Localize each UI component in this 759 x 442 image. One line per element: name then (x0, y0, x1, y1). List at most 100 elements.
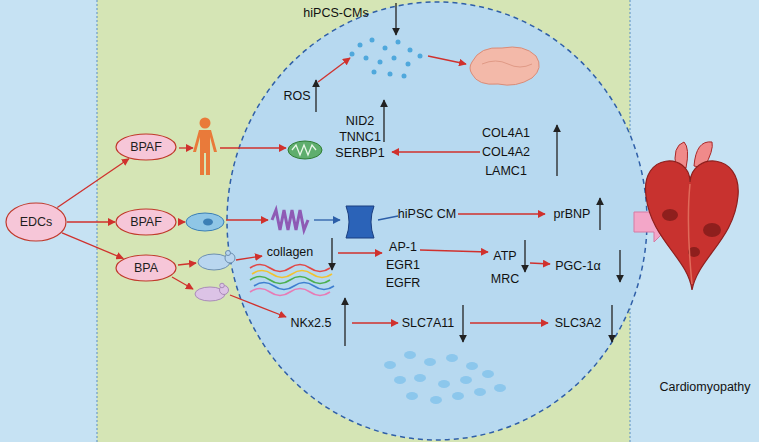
pathway-label: EGFR (386, 277, 421, 290)
pathway-label: hiPSC CM (398, 208, 456, 221)
pathway-label: EGR1 (386, 259, 420, 272)
heart-icon (703, 223, 721, 237)
cell-icon (186, 213, 224, 231)
tissue-icon (470, 47, 539, 85)
collagen-fibers (250, 265, 334, 296)
mitochondria-icon (292, 145, 316, 155)
cardiomyocyte-dots (392, 56, 397, 61)
compound-ellipse: BPAF (115, 208, 177, 236)
panels (0, 0, 97, 442)
ferroptosis-dots (430, 396, 442, 404)
mitochondria-icon (288, 141, 322, 159)
cardiomyocyte-dots (408, 48, 413, 53)
mitochondria-icon (288, 141, 322, 159)
trend-arrows (462, 305, 463, 342)
ion-channel-icon (346, 206, 374, 238)
node-text: BPAF (130, 140, 162, 154)
red-pathway-arrows (179, 221, 185, 222)
cardiomyocyte-dots (378, 60, 383, 65)
ferroptosis-dots (394, 376, 406, 384)
red-pathway-arrows (470, 322, 548, 323)
pathway-label: Cardiomyopathy (659, 381, 750, 394)
ferroptosis-dots (460, 376, 472, 384)
compound-ellipse: EDCs (5, 202, 67, 242)
cell-icon (203, 219, 213, 226)
trend-arrows (316, 3, 620, 346)
pathway-label: ROS (283, 90, 310, 103)
trend-arrows (599, 198, 600, 230)
red-pathway-arrows (352, 322, 398, 323)
panels (97, 0, 98, 442)
ferroptosis-dots (474, 388, 486, 396)
tissue-icon (482, 61, 532, 67)
panels (630, 0, 759, 442)
rat-icon (226, 251, 231, 256)
red-pathway-arrows (318, 58, 350, 82)
rat-icon (198, 251, 235, 271)
pathway-label: AP-1 (389, 241, 417, 254)
human-icon (193, 118, 217, 176)
tissue-icon (470, 47, 539, 85)
pathway-label: ATP (493, 250, 516, 263)
blue-connector (314, 219, 340, 220)
cardiomyocyte-dots (350, 52, 355, 57)
trend-arrows (395, 3, 396, 35)
ellipse-shape (116, 134, 176, 160)
blue-connector (378, 216, 398, 220)
cardiomyocyte-dots (372, 70, 377, 75)
red-pathway-arrows (226, 219, 268, 220)
exposure-arrow (62, 233, 123, 259)
red-pathway-arrows (236, 256, 262, 260)
pathway-label: PGC-1α (555, 260, 600, 273)
ellipse-shape (116, 255, 176, 281)
cardiomyocyte-dots (350, 38, 423, 79)
pathway-label: hiPCS-CMs (303, 7, 368, 20)
cardiomyocyte-dots (418, 54, 423, 59)
mechanism-circle (227, 2, 647, 440)
red-pathway-arrows (172, 277, 193, 289)
exposure-arrow (57, 159, 129, 208)
heart-icon (646, 142, 739, 290)
red-pathway-arrows (220, 147, 286, 148)
heart-icon (688, 184, 692, 284)
ferroptosis-dots (466, 362, 478, 370)
compound-ellipse: BPAF (115, 133, 177, 161)
human-icon (200, 118, 211, 129)
pathway-label: prBNP (554, 208, 591, 221)
trend-arrows (315, 80, 316, 112)
pathway-label: COL4A2 (482, 146, 530, 159)
ferroptosis-dots (438, 380, 450, 388)
red-pathway-arrows (178, 263, 196, 265)
cardiomyocyte-dots (364, 56, 369, 61)
pathway-label: NID2 (346, 115, 374, 128)
trend-arrows (611, 305, 612, 342)
trend-arrows (331, 238, 332, 270)
pathway-label: COL4A1 (482, 127, 530, 140)
trend-arrows (524, 240, 525, 272)
ellipse-shape (116, 209, 176, 235)
heart-icon (646, 161, 739, 290)
pathway-label: MRC (491, 273, 519, 286)
ferroptosis-dots (404, 351, 416, 359)
node-text: BPA (134, 261, 158, 275)
ferroptosis-dots (406, 392, 418, 400)
ferroptosis-dots (424, 358, 436, 366)
cardiomyocyte-dots (370, 38, 375, 43)
ferroptosis-dots (414, 374, 426, 382)
blue-connector (314, 216, 398, 220)
cardiomyocyte-dots (383, 46, 388, 51)
ferroptosis-dots (384, 361, 396, 369)
ferroptosis-dots (494, 384, 506, 392)
red-pathway-arrows (420, 250, 488, 252)
ferroptosis-dots (446, 354, 458, 362)
red-pathway-arrows (428, 56, 466, 64)
red-pathway-arrows (338, 252, 382, 253)
node-text: BPAF (130, 215, 162, 229)
pathway-label: TNNC1 (339, 131, 381, 144)
mouse-icon (195, 283, 229, 301)
